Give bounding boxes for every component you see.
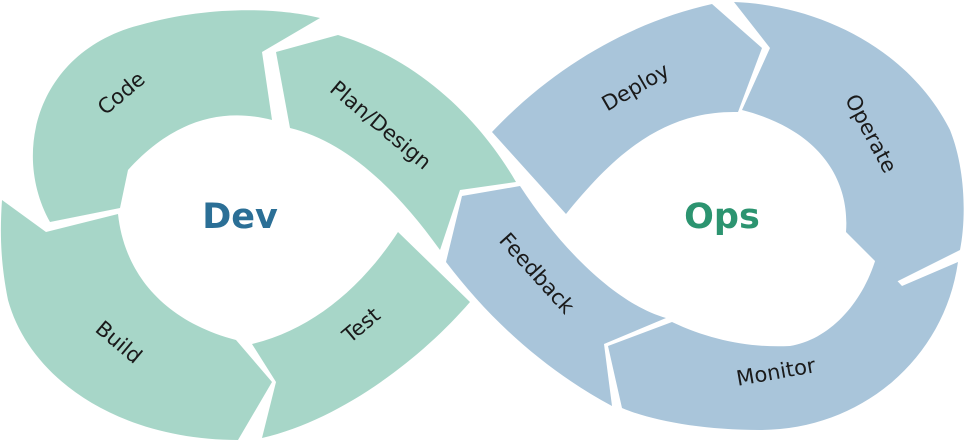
ops-loop (446, 2, 964, 430)
segment-plan-design (276, 35, 516, 250)
segment-test (252, 232, 470, 438)
segment-operate (734, 2, 964, 282)
segment-build (0, 200, 273, 440)
segment-feedback (446, 186, 666, 406)
segment-monitor (608, 258, 958, 430)
ops-title: Ops (684, 197, 760, 237)
dev-title: Dev (202, 197, 278, 237)
dev-loop (0, 10, 516, 440)
segment-code (32, 10, 320, 223)
segment-deploy (492, 4, 762, 214)
